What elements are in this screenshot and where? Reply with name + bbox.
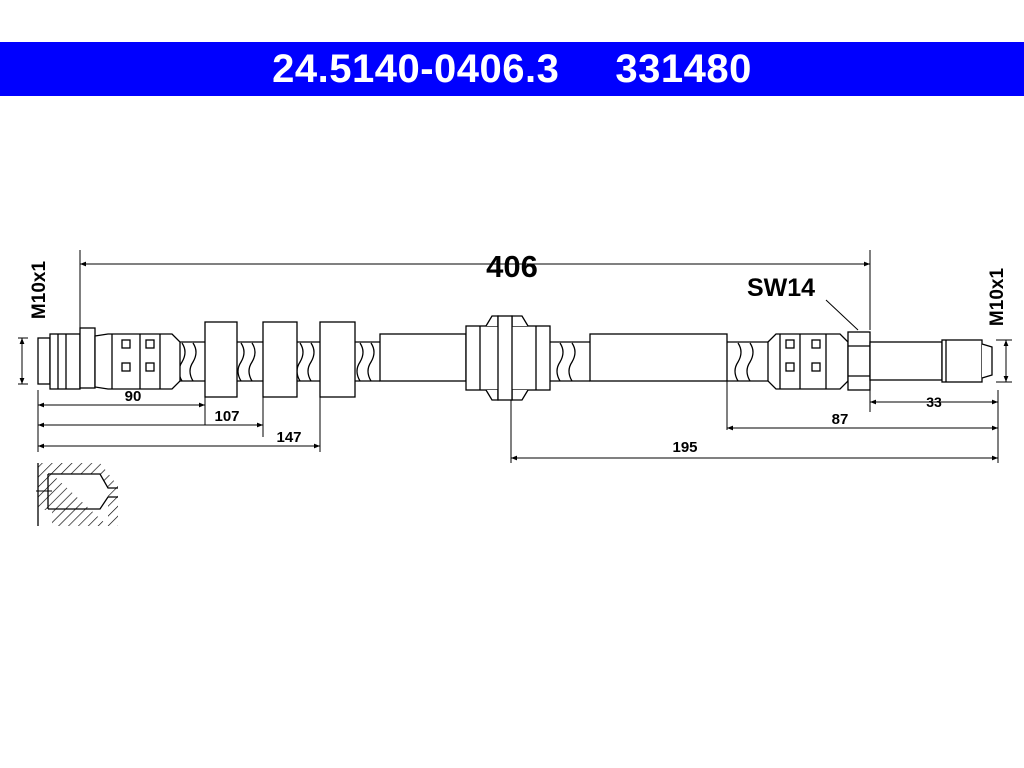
sleeve-left: [379, 333, 467, 382]
clamp-2: [262, 321, 298, 398]
label-dim-107: 107: [214, 408, 239, 425]
label-thread-left: M10x1: [29, 261, 50, 320]
label-wrench-size: SW14: [747, 274, 815, 302]
label-dim-33: 33: [926, 394, 942, 410]
label-dim-87: 87: [832, 411, 849, 428]
hose-body: [178, 341, 768, 382]
header-bar: 24.5140-0406.3 331480: [0, 42, 1024, 96]
sleeve-right: [589, 333, 728, 382]
section-detail: [36, 463, 118, 526]
label-dim-147: 147: [276, 429, 301, 446]
reference-number: 331480: [615, 47, 752, 91]
label-total-length: 406: [486, 249, 538, 284]
clamp-1: [204, 321, 238, 398]
right-fitting: [767, 331, 993, 391]
clamp-3: [319, 321, 356, 398]
left-fitting: [37, 327, 181, 390]
label-thread-right: M10x1: [987, 268, 1008, 327]
label-dim-90: 90: [125, 388, 142, 405]
part-number: 24.5140-0406.3: [272, 47, 560, 91]
center-bracket: [465, 315, 551, 401]
label-dim-195: 195: [672, 439, 697, 456]
